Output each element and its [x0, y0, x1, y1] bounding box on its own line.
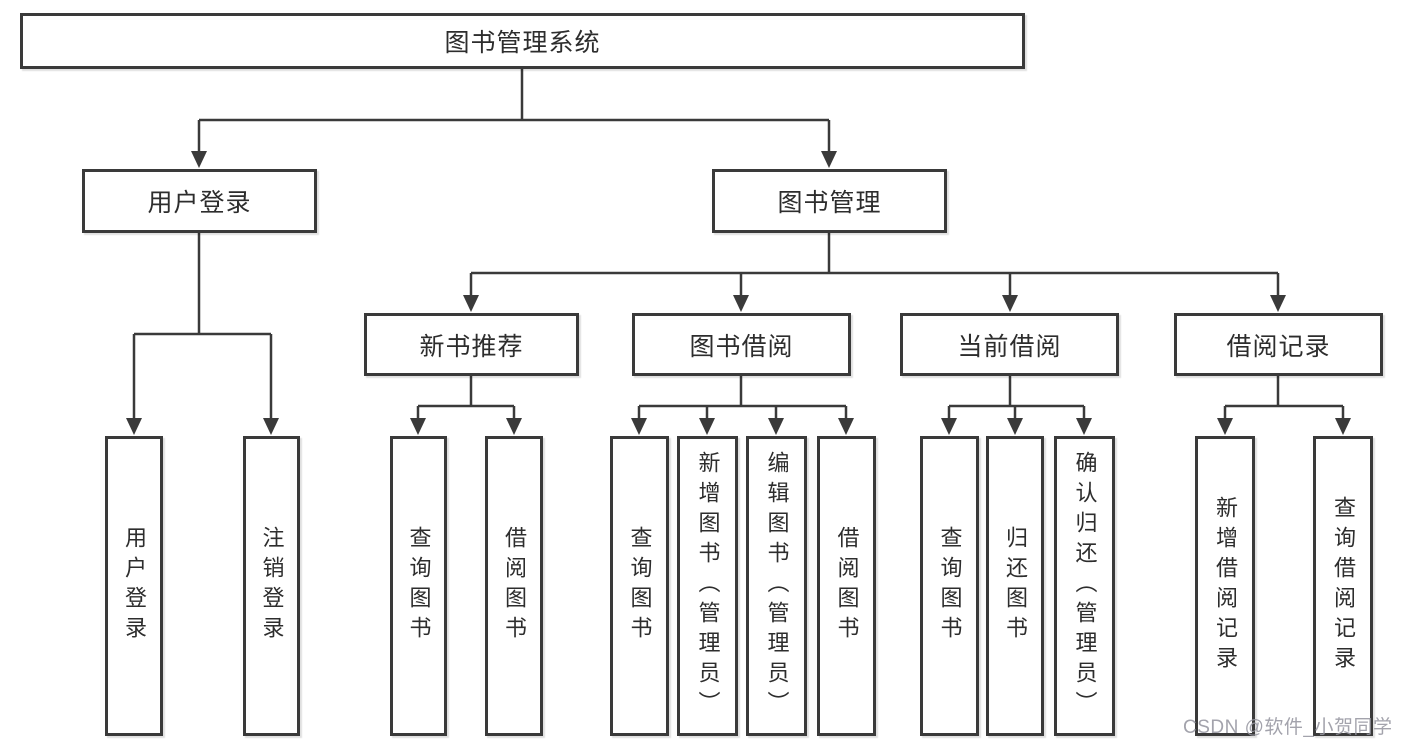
arrowhead-icon: [699, 418, 715, 435]
leaf-borrow-books-recommend: 借阅图书: [485, 436, 543, 736]
leaf-query-books-recommend: 查询图书: [390, 436, 447, 736]
leaf-confirm-return-admin: 确认归还（管理员）: [1054, 436, 1115, 736]
leaf-add-book-admin: 新增图书（管理员）: [677, 436, 738, 736]
arrowhead-icon: [733, 295, 749, 312]
node-user-login: 用户登录: [82, 169, 317, 233]
leaf-user-login: 用户登录: [105, 436, 163, 736]
node-label: 归还图书: [1003, 526, 1028, 646]
watermark: CSDN @软件_小贺同学: [1183, 717, 1393, 738]
edge-borrow-records-to-leaves: [1217, 376, 1351, 435]
node-label: 借阅记录: [1226, 332, 1331, 361]
arrowhead-icon: [263, 418, 279, 435]
node-label: 借阅图书: [834, 526, 860, 646]
arrowhead-icon: [838, 418, 854, 435]
node-root: 图书管理系统: [20, 13, 1025, 69]
node-label: 新增图书（管理员）: [695, 451, 721, 721]
node-label: 借阅图书: [502, 526, 527, 646]
arrowhead-icon: [1270, 295, 1286, 312]
arrowhead-icon: [126, 418, 142, 435]
node-label: 图书管理系统: [444, 29, 601, 57]
node-label: 新增借阅记录: [1213, 496, 1238, 676]
node-new-book-recommend: 新书推荐: [364, 313, 579, 376]
node-label: 当前借阅: [957, 332, 1062, 361]
arrowhead-icon: [1007, 418, 1023, 435]
node-borrow-records: 借阅记录: [1174, 313, 1383, 376]
edge-new-book-recommend-to-leaves: [410, 376, 522, 435]
edge-user-login-to-leaves: [126, 233, 279, 435]
arrowhead-icon: [506, 418, 522, 435]
edge-root-to-level2: [191, 69, 837, 168]
leaf-return-book: 归还图书: [986, 436, 1044, 736]
leaf-query-books-borrow: 查询图书: [610, 436, 669, 736]
edge-book-management-to-level3: [463, 233, 1286, 312]
node-label: 查询图书: [937, 526, 963, 646]
arrowhead-icon: [1002, 295, 1018, 312]
node-current-borrow: 当前借阅: [900, 313, 1119, 376]
edge-book-borrow-to-leaves: [631, 376, 854, 435]
arrowhead-icon: [631, 418, 647, 435]
leaf-edit-book-admin: 编辑图书（管理员）: [746, 436, 807, 736]
leaf-borrow-books: 借阅图书: [817, 436, 876, 736]
leaf-logout: 注销登录: [243, 436, 300, 736]
arrowhead-icon: [768, 418, 784, 435]
arrowhead-icon: [410, 418, 426, 435]
node-label: 新书推荐: [419, 332, 524, 361]
arrowhead-icon: [191, 151, 207, 168]
node-label: 图书管理: [777, 189, 882, 217]
leaf-add-borrow-record: 新增借阅记录: [1195, 436, 1255, 736]
node-label: 注销登录: [259, 526, 285, 646]
arrowhead-icon: [941, 418, 957, 435]
arrowhead-icon: [1335, 418, 1351, 435]
node-label: 用户登录: [147, 189, 252, 217]
node-book-management: 图书管理: [712, 169, 947, 233]
node-label: 查询图书: [627, 526, 653, 646]
node-label: 查询图书: [406, 526, 432, 646]
leaf-query-books-current: 查询图书: [920, 436, 979, 736]
arrowhead-icon: [1076, 418, 1092, 435]
arrowhead-icon: [821, 151, 837, 168]
arrowhead-icon: [463, 295, 479, 312]
node-label: 用户登录: [122, 526, 147, 646]
edge-current-borrow-to-leaves: [941, 376, 1092, 435]
node-label: 确认归还（管理员）: [1072, 451, 1098, 721]
leaf-query-borrow-record: 查询借阅记录: [1313, 436, 1373, 736]
arrowhead-icon: [1217, 418, 1233, 435]
node-label: 图书借阅: [689, 332, 794, 361]
node-book-borrow: 图书借阅: [632, 313, 851, 376]
node-label: 查询借阅记录: [1331, 496, 1356, 676]
node-label: 编辑图书（管理员）: [764, 451, 790, 721]
